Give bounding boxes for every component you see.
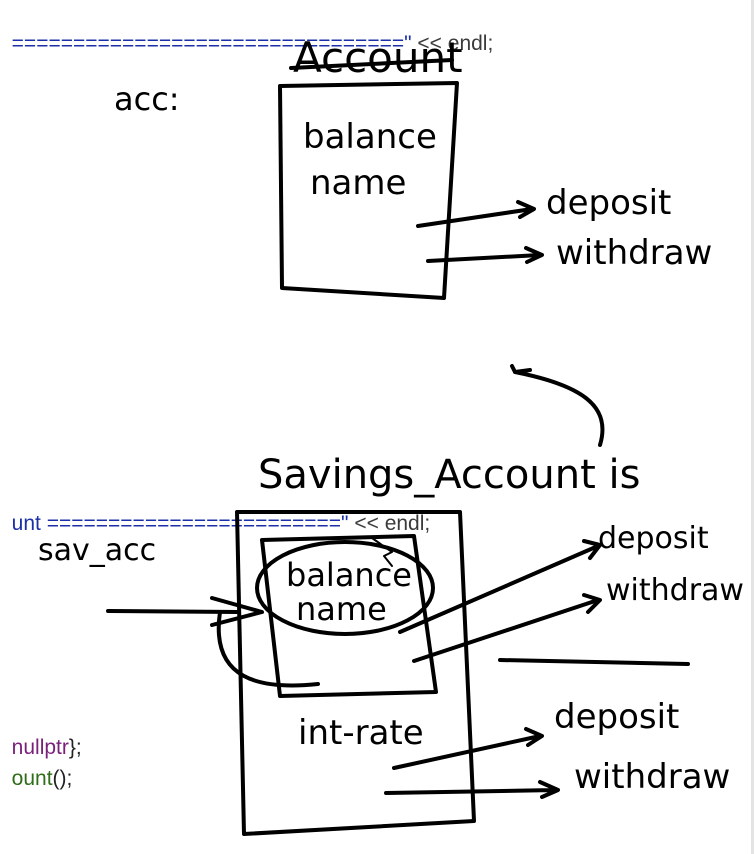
sav-acc-pointer <box>106 596 320 688</box>
arrow-withdraw <box>426 246 544 264</box>
code-string: ================================" <box>11 32 412 55</box>
code-stream: << endl; <box>411 32 494 55</box>
sav-acc-label: sav_acc <box>38 533 156 568</box>
code-line-endl-1: ================================" << end… <box>0 5 494 57</box>
outer-field-int-rate: int-rate <box>298 713 424 753</box>
account-box <box>278 81 459 300</box>
account-title-underline <box>289 58 454 70</box>
arrow-outer-deposit <box>392 727 544 770</box>
scrollbar[interactable] <box>751 0 754 854</box>
inner-field-balance: balance <box>286 556 412 594</box>
acc-label: acc: <box>114 80 180 118</box>
separator-stroke <box>498 658 690 666</box>
arrow-deposit <box>416 200 536 228</box>
inner-method-withdraw: withdraw <box>606 573 744 608</box>
code-punct: (); <box>52 767 73 790</box>
code-string: ========================" <box>46 512 349 535</box>
savings-title: Savings_Account is <box>258 452 640 498</box>
outer-method-deposit: deposit <box>554 697 679 737</box>
account-title: Account <box>293 33 463 82</box>
code-stream: << endl; <box>348 512 431 535</box>
account-field-balance: balance <box>303 117 437 157</box>
method-withdraw: withdraw <box>556 233 712 273</box>
code-keyword: nullptr <box>11 736 69 759</box>
savings-outer-box <box>235 510 476 836</box>
code-line-nullptr: nullptr}; <box>0 709 82 761</box>
outer-method-withdraw: withdraw <box>574 757 730 797</box>
code-line-call: ount(); <box>0 740 73 792</box>
code-punct: }; <box>68 736 82 759</box>
method-deposit: deposit <box>546 183 671 223</box>
inner-method-deposit: deposit <box>598 521 709 556</box>
code-function: ount <box>11 767 53 790</box>
account-field-name: name <box>310 163 406 203</box>
arrow-outer-withdraw <box>384 780 560 799</box>
arrow-inner-deposit <box>398 539 602 634</box>
inner-ellipse <box>255 540 435 636</box>
savings-inner-box <box>260 534 438 698</box>
pen-cursor-icon <box>371 537 393 567</box>
inner-field-name: name <box>296 590 387 628</box>
code-string-prefix: unt <box>11 512 47 535</box>
curved-arrow <box>510 364 605 447</box>
arrow-inner-withdraw <box>412 593 602 663</box>
code-line-endl-2: unt ========================" << endl; <box>0 485 431 537</box>
